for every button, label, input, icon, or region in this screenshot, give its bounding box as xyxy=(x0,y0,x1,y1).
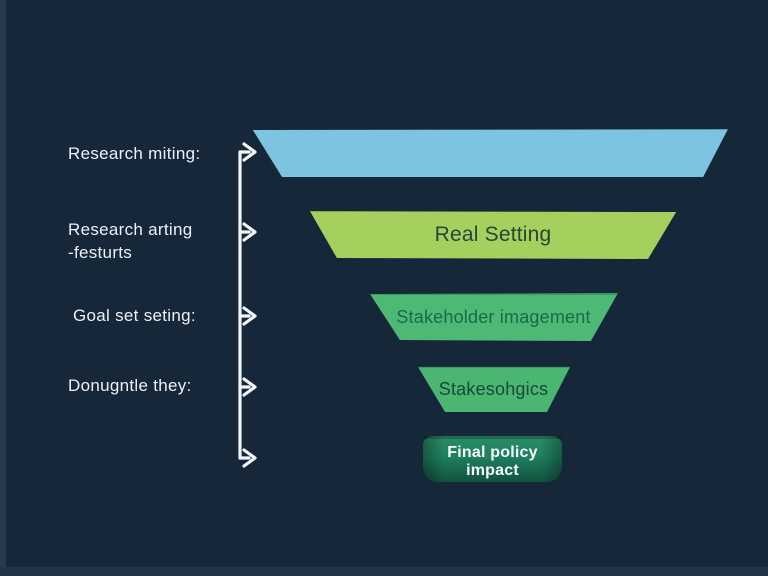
side-label-donugntle-they: Donugntle they: xyxy=(68,376,192,395)
funnel-stage-2-label: Real Setting xyxy=(434,222,552,246)
bottom-edge-strip xyxy=(0,567,768,576)
funnel-stage-4-label: Stakesohgics xyxy=(438,378,549,399)
flow-arrows xyxy=(238,142,257,468)
left-edge-strip xyxy=(0,0,6,576)
funnel-stage-5-label: Final policy impact xyxy=(447,443,538,479)
side-label-goal-set-seting: Goal set seting: xyxy=(73,306,196,325)
side-label-research-arting-line1: Research arting xyxy=(68,220,193,239)
arrow-icon xyxy=(238,142,257,162)
funnel-stage-4: Stakesohgics xyxy=(418,366,571,413)
arrow-icon xyxy=(238,448,257,468)
funnel-stage-3-label: Stakeholder imagement xyxy=(396,306,591,327)
funnel-stage-5: Final policy impact xyxy=(423,436,562,482)
arrow-icon xyxy=(238,306,257,326)
funnel-stage-1 xyxy=(252,129,728,177)
side-label-research-arting-line2: -festurts xyxy=(68,243,133,262)
arrow-icon xyxy=(238,222,257,242)
funnel-stage-3: Stakeholder imagement xyxy=(370,293,618,341)
funnel-stage-2: Real Setting xyxy=(309,211,677,259)
arrow-icon xyxy=(238,377,257,397)
side-label-research-miting: Research miting: xyxy=(68,144,201,163)
side-label-research-arting: Research arting -festurts xyxy=(68,218,193,264)
